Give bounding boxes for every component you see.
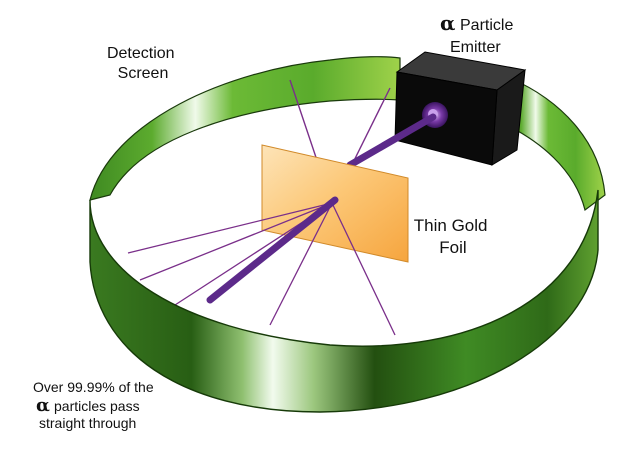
- detection-screen-label: Detection Screen: [107, 45, 179, 82]
- caption: Over 99.99% of the α particles pass stra…: [33, 379, 158, 431]
- detection-screen-inner-face-right: [499, 77, 606, 212]
- detection-screen-outer-band: [89, 189, 599, 413]
- alpha-beam-incoming: [346, 113, 437, 169]
- deflection-ray: [331, 202, 396, 336]
- alpha-beam-straight-through: [206, 196, 339, 304]
- deflection-ray: [269, 202, 333, 326]
- foil-label: Thin Gold Foil: [414, 216, 492, 257]
- deflection-ray: [127, 202, 333, 254]
- deflection-ray: [139, 202, 333, 281]
- alpha-emitter: [394, 51, 527, 166]
- emitter-label: α Particle Emitter: [440, 11, 518, 56]
